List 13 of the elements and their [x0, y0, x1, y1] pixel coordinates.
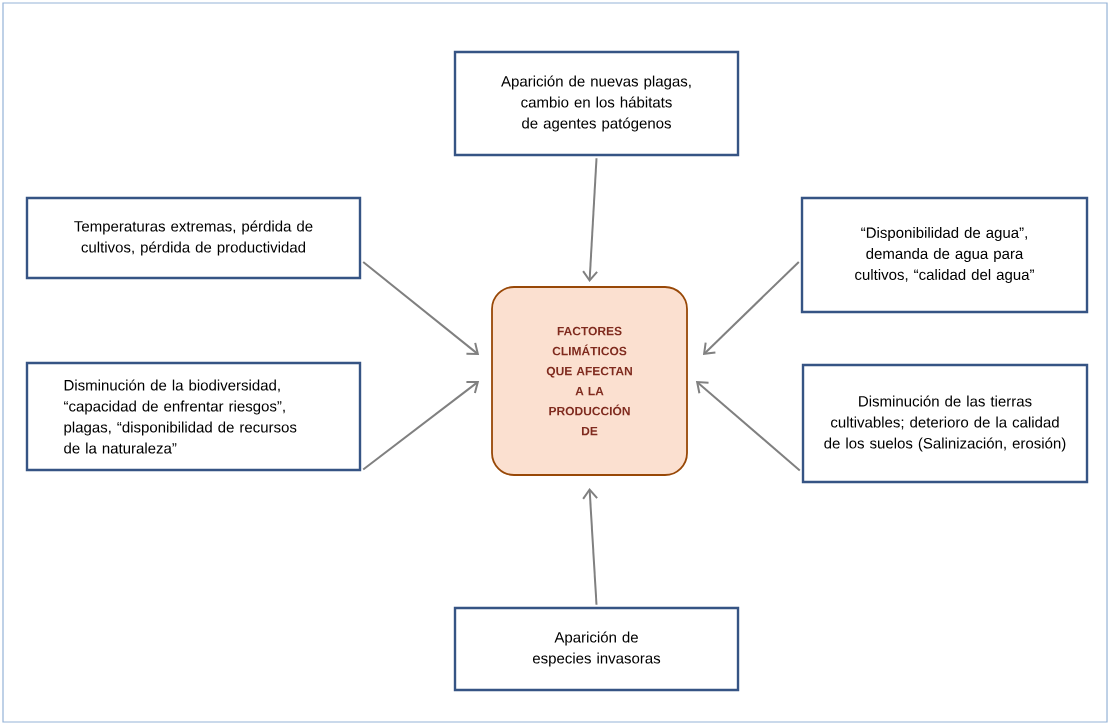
arrow — [695, 381, 801, 472]
arrow — [582, 487, 599, 606]
factor-box: Disminución de la biodiversidad, “capacidad de enfrentar riesgos”, plagas, “disponibilidad de recursos de la naturaleza” — [25, 361, 362, 472]
factor-box: “Disponibilidad de agua”, demanda de agua para cultivos, “calidad del agua” — [800, 196, 1089, 314]
central-box: FACTORES CLIMÁTICOS QUE AFECTAN A LA PRODUCCIÓN DE — [491, 286, 688, 476]
factor-box: Aparición de especies invasoras — [453, 606, 740, 692]
factor-box: Aparición de nuevas plagas, cambio en los hábitats de agentes patógenos — [453, 50, 740, 157]
arrow — [362, 380, 480, 471]
factor-box: Disminución de las tierras cultivables; deterioro de la calidad de los suelos (Salinización, erosión) — [801, 363, 1089, 484]
arrow — [702, 261, 800, 355]
arrow — [362, 261, 480, 355]
factor-box: Temperaturas extremas, pérdida de cultivos, pérdida de productividad — [25, 196, 362, 280]
arrow — [582, 157, 599, 283]
